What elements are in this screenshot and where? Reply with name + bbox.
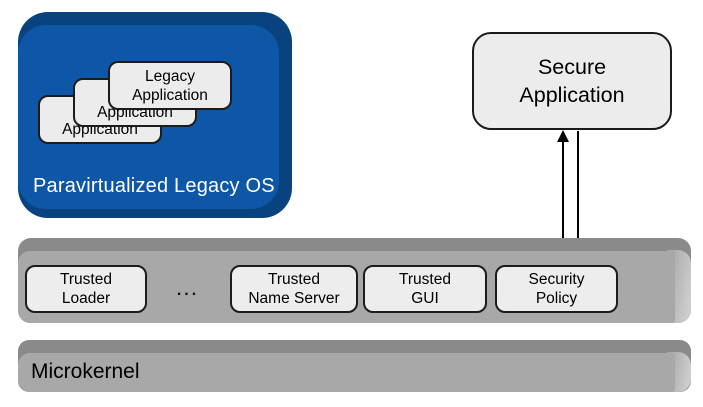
trusted-gui-box: Trusted GUI: [363, 265, 487, 313]
security-policy-label-line1: Security: [528, 271, 585, 288]
more-services-ellipsis: ...: [176, 282, 200, 299]
trusted-name-server-label-line2: Name Server: [248, 290, 340, 307]
trusted-gui-label-line2: GUI: [411, 290, 439, 307]
service-layer-bar: Trusted Loader ... Trusted Name Server T…: [18, 238, 691, 323]
legacy-os-slab-face: Legacy Application Legacy Application Le…: [18, 25, 279, 209]
trusted-loader-label-line1: Trusted: [60, 271, 112, 288]
trusted-name-server-box: Trusted Name Server: [230, 265, 358, 313]
secure-application-box: Secure Application: [472, 32, 672, 130]
legacy-application-label-line2: Application: [132, 86, 208, 104]
arrow-up-line: [562, 141, 564, 265]
security-policy-box: Security Policy: [495, 265, 618, 313]
legacy-os-slab: Legacy Application Legacy Application Le…: [18, 12, 292, 218]
microkernel-label: Microkernel: [31, 360, 140, 383]
arrow-up-head-icon: [557, 130, 569, 142]
arrow-down-line: [577, 131, 579, 253]
trusted-gui-label-line1: Trusted: [399, 271, 451, 288]
microkernel-bar-face: [18, 353, 675, 392]
trusted-name-server-label-line1: Trusted: [268, 271, 320, 288]
trusted-loader-box: Trusted Loader: [25, 265, 147, 313]
legacy-application-box-front: Legacy Application: [108, 61, 232, 110]
security-policy-label-line2: Policy: [535, 290, 578, 307]
secure-application-label-line1: Secure: [537, 55, 607, 79]
microkernel-bar: Microkernel: [18, 340, 691, 392]
secure-application-label-line2: Application: [519, 83, 625, 107]
legacy-application-label-line1: Legacy: [145, 67, 195, 85]
trusted-loader-label-line2: Loader: [61, 290, 111, 307]
legacy-os-label: Paravirtualized Legacy OS: [33, 175, 275, 197]
